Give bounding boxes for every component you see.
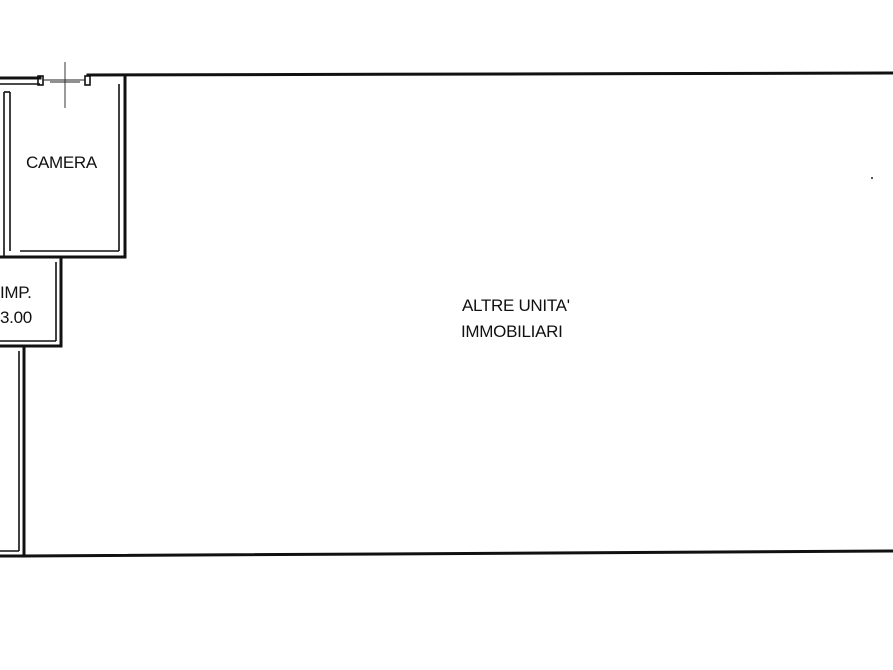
room-label-altre-unita-line2: IMMOBILIARI — [461, 322, 563, 341]
window-jamb-left — [37, 75, 44, 86]
window-jamb-right — [84, 75, 91, 86]
room-label-impianti: IMP. — [0, 283, 32, 302]
room-label-camera: CAMERA — [26, 153, 97, 172]
bottom-wall — [22, 549, 893, 558]
survey-dot — [871, 177, 873, 179]
room-label-altre-unita-line1: ALTRE UNITA' — [462, 296, 570, 315]
top-wall-right — [86, 71, 893, 77]
room-dimension-impianti: 3.00 — [0, 308, 32, 327]
